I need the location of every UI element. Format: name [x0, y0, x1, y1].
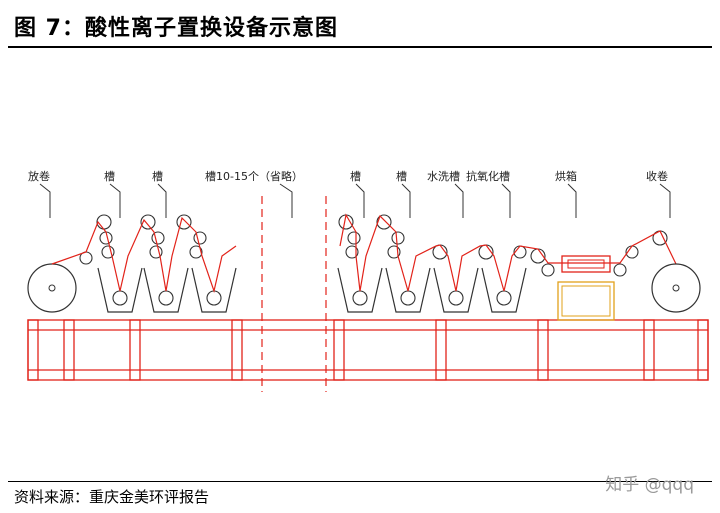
- tanks: [97, 267, 527, 313]
- label-tank-3: 槽: [350, 170, 361, 183]
- base-posts: [27, 319, 709, 381]
- film-path: [51, 213, 677, 294]
- label-unwind: 放卷: [28, 169, 50, 183]
- source-note: 资料来源：重庆金美环评报告: [14, 488, 210, 506]
- label-tank-4: 槽: [396, 170, 407, 183]
- unwind-roll: [27, 263, 77, 313]
- label-rewind: 收卷: [646, 169, 668, 183]
- title-divider: [8, 46, 712, 48]
- oven: [557, 255, 615, 321]
- label-oven: 烘箱: [555, 169, 577, 183]
- rewind-roll: [651, 263, 701, 313]
- label-wash-tank: 水洗槽: [427, 170, 460, 183]
- figure-title: 图 7：酸性离子置换设备示意图: [14, 16, 338, 41]
- guide-rollers: [79, 214, 668, 306]
- watermark: 知乎 @qqq: [605, 475, 694, 495]
- label-antioxidation-tank: 抗氧化槽: [466, 169, 510, 183]
- leader-lines: [39, 183, 671, 218]
- label-tank-1: 槽: [104, 170, 115, 183]
- label-tank-range: 槽10-15个（省略）: [205, 169, 303, 183]
- label-tank-2: 槽: [152, 170, 163, 183]
- footer-divider: [8, 481, 712, 482]
- omission-dashes: [261, 196, 327, 392]
